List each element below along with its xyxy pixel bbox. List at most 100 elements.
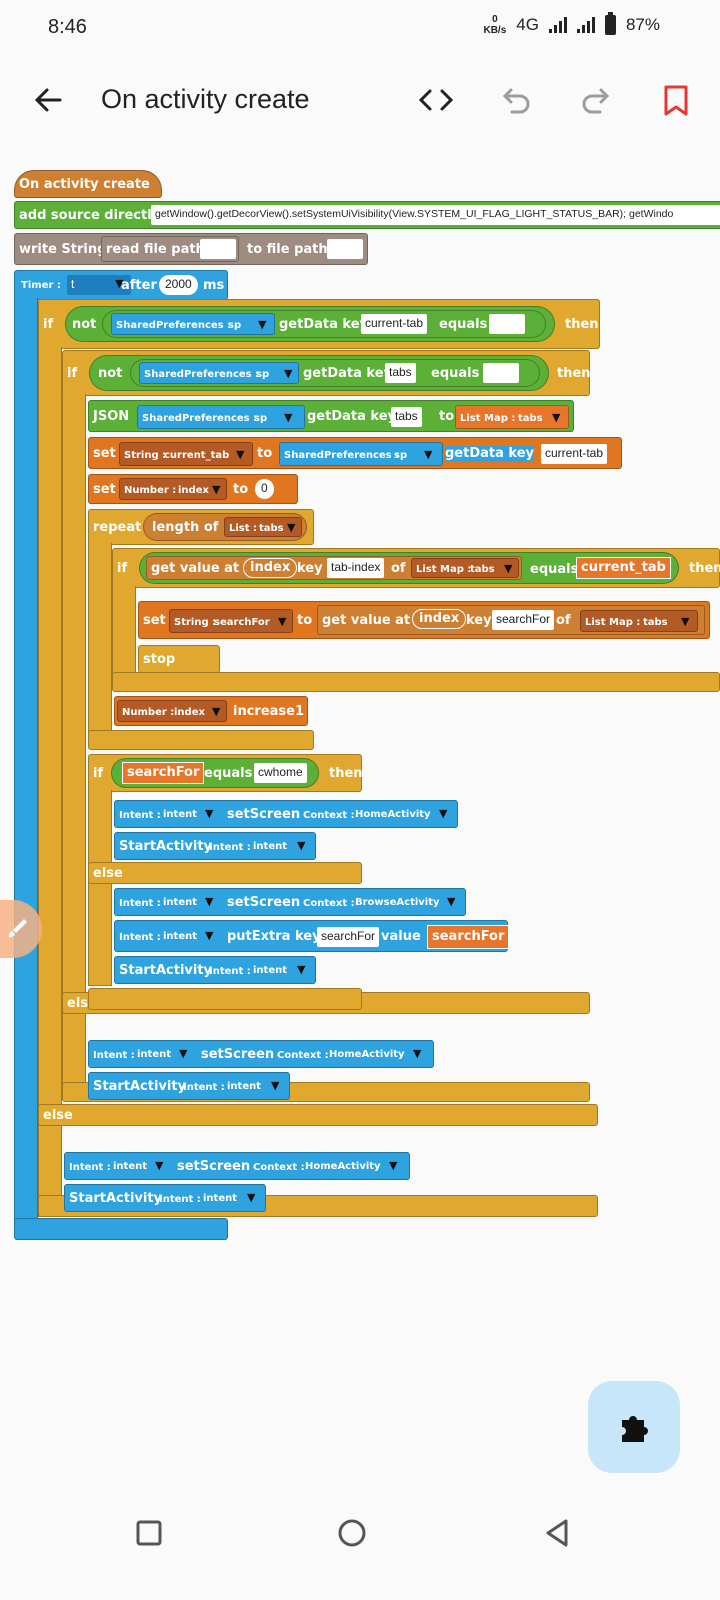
start-activity-block[interactable]: StartActivity Intent : intent ▼	[114, 956, 316, 984]
dropdown-icon[interactable]: ▼	[205, 807, 214, 820]
compare-field[interactable]	[483, 363, 519, 383]
dropdown-icon[interactable]: ▼	[115, 277, 124, 290]
repeat-block[interactable]: repeat length of List : tabs ▼	[88, 509, 314, 545]
set-screen-block[interactable]: Intent : intent ▼ setScreen Context : Ho…	[114, 800, 458, 828]
get-data-block[interactable]: SharedPreferences : sp ▼	[279, 442, 443, 466]
else-block-search[interactable]: else	[88, 862, 362, 884]
undo-icon[interactable]	[494, 82, 538, 118]
source-code-field[interactable]: getWindow().getDecorView().setSystemUiVi…	[151, 205, 720, 225]
bookmark-icon[interactable]	[654, 82, 698, 118]
timer-block[interactable]: Timer : t ▼ after 2000 ms	[14, 270, 228, 300]
equals-block[interactable]: get value at index key tab-index of List…	[139, 552, 679, 584]
string-var[interactable]: String : searchFor ▼	[169, 609, 293, 633]
back-arrow-icon[interactable]	[30, 82, 66, 118]
dropdown-icon[interactable]: ▼	[389, 1159, 398, 1172]
if-block-search[interactable]: if searchFor equals cwhome then	[88, 754, 363, 792]
start-activity-block[interactable]: StartActivity Intent : intent ▼	[114, 832, 316, 860]
home-button[interactable]	[327, 1508, 377, 1558]
get-data-block[interactable]: SharedPreferences : sp ▼	[111, 313, 275, 335]
key-field[interactable]: searchFor	[492, 610, 555, 630]
add-source-block[interactable]: add source directly getWindow().getDecor…	[14, 201, 720, 229]
not-block[interactable]: not SharedPreferences : sp ▼ getData key…	[89, 355, 549, 391]
write-string-block[interactable]: write String read file path to file path	[14, 233, 368, 265]
set-screen-block[interactable]: Intent : intent ▼ setScreen Context : Br…	[114, 888, 466, 916]
equals-block[interactable]: SharedPreferences : sp ▼ getData key tab…	[130, 359, 540, 387]
timer-var-field[interactable]: t	[67, 275, 131, 295]
if-block-match[interactable]: if get value at index key tab-index of L…	[112, 548, 720, 588]
dropdown-icon[interactable]: ▼	[297, 839, 306, 852]
length-of-block[interactable]: length of List : tabs ▼	[143, 513, 307, 541]
key-field[interactable]: tab-index	[327, 558, 385, 578]
dropdown-icon[interactable]: ▼	[681, 615, 690, 628]
key-field[interactable]: current-tab	[541, 444, 608, 464]
string-var[interactable]: String : current_tab ▼	[119, 442, 253, 466]
dropdown-icon[interactable]: ▼	[284, 367, 293, 380]
current-tab-var[interactable]: current_tab	[576, 557, 671, 579]
if-block-inner[interactable]: if not SharedPreferences : sp ▼ getData …	[62, 350, 591, 396]
set-number-block[interactable]: set Number : index ▼ to 0	[88, 474, 298, 504]
code-icon[interactable]	[414, 82, 458, 118]
dropdown-icon[interactable]: ▼	[447, 895, 456, 908]
dropdown-icon[interactable]: ▼	[258, 318, 267, 331]
set-screen-block[interactable]: Intent : intent ▼ setScreen Context : Ho…	[64, 1152, 410, 1180]
dropdown-icon[interactable]: ▼	[212, 483, 221, 496]
compare-field[interactable]: cwhome	[254, 763, 307, 783]
search-for-var[interactable]: searchFor	[122, 762, 205, 784]
number-field[interactable]: 0	[255, 479, 274, 499]
key-field[interactable]: tabs	[385, 363, 416, 383]
dropdown-icon[interactable]: ▼	[155, 1159, 164, 1172]
delay-field[interactable]: 2000	[159, 275, 198, 295]
list-map-var[interactable]: List Map : tabs ▼	[580, 610, 698, 632]
index-oval[interactable]: index	[243, 558, 298, 578]
if-block-outer[interactable]: if not SharedPreferences : sp ▼ getData …	[38, 299, 600, 349]
stop-block[interactable]: stop	[138, 645, 220, 673]
number-var[interactable]: Number : index ▼	[119, 478, 227, 500]
dropdown-icon[interactable]: ▼	[439, 807, 448, 820]
dropdown-icon[interactable]: ▼	[179, 1047, 188, 1060]
dropdown-icon[interactable]: ▼	[205, 895, 214, 908]
number-var[interactable]: Number : index ▼	[117, 700, 227, 722]
dropdown-icon[interactable]: ▼	[413, 1047, 422, 1060]
read-path-field[interactable]	[200, 239, 236, 259]
not-block[interactable]: not SharedPreferences : sp ▼ getData key…	[65, 306, 555, 342]
set-screen-block[interactable]: Intent : intent ▼ setScreen Context : Ho…	[88, 1040, 434, 1068]
get-value-block[interactable]: get value at index key searchFor of List…	[317, 605, 705, 635]
get-value-block[interactable]: get value at index key tab-index of List…	[146, 556, 522, 580]
dropdown-icon[interactable]: ▼	[212, 705, 221, 718]
key-field[interactable]: searchFor	[317, 927, 380, 947]
dropdown-icon[interactable]: ▼	[271, 1079, 280, 1092]
recents-button[interactable]	[124, 1508, 174, 1558]
list-map-var[interactable]: List Map : tabs ▼	[411, 558, 519, 578]
dropdown-icon[interactable]: ▼	[284, 411, 293, 424]
key-field[interactable]: current-tab	[361, 314, 428, 334]
nav-back-button[interactable]	[533, 1508, 583, 1558]
start-activity-block[interactable]: StartActivity Intent : intent ▼	[88, 1072, 290, 1100]
list-map-var[interactable]: List Map : tabs ▼	[455, 405, 569, 429]
dropdown-icon[interactable]: ▼	[297, 963, 306, 976]
get-data-block[interactable]: SharedPreferences : sp ▼	[137, 405, 305, 429]
index-oval[interactable]: index	[412, 609, 467, 629]
write-path-field[interactable]	[327, 239, 363, 259]
event-block[interactable]: On activity create	[14, 170, 162, 198]
key-field[interactable]: tabs	[391, 407, 422, 427]
read-file-block[interactable]: read file path	[101, 236, 239, 262]
search-for-var[interactable]: searchFor	[427, 925, 510, 949]
start-activity-block[interactable]: StartActivity Intent : intent ▼	[64, 1184, 266, 1212]
equals-block[interactable]: searchFor equals cwhome	[111, 758, 319, 788]
json-block[interactable]: JSON SharedPreferences : sp ▼ getData ke…	[88, 400, 574, 432]
dropdown-icon[interactable]: ▼	[278, 615, 287, 628]
dropdown-icon[interactable]: ▼	[205, 929, 214, 942]
dropdown-icon[interactable]: ▼	[236, 448, 245, 461]
else-block-outer[interactable]: else	[38, 1104, 598, 1126]
list-var[interactable]: List : tabs ▼	[224, 517, 302, 537]
equals-block[interactable]: SharedPreferences : sp ▼ getData key cur…	[102, 310, 546, 338]
set-search-block[interactable]: set String : searchFor ▼ to get value at…	[138, 601, 710, 639]
dropdown-icon[interactable]: ▼	[424, 448, 433, 461]
put-extra-block[interactable]: Intent : intent ▼ putExtra key searchFor…	[114, 920, 510, 952]
get-data-block[interactable]: SharedPreferences : sp ▼	[139, 362, 299, 384]
dropdown-icon[interactable]: ▼	[504, 562, 513, 575]
compare-field[interactable]	[489, 314, 525, 334]
redo-icon[interactable]	[574, 82, 618, 118]
increase-block[interactable]: Number : index ▼ increase 1	[114, 696, 308, 726]
dropdown-icon[interactable]: ▼	[552, 411, 561, 424]
